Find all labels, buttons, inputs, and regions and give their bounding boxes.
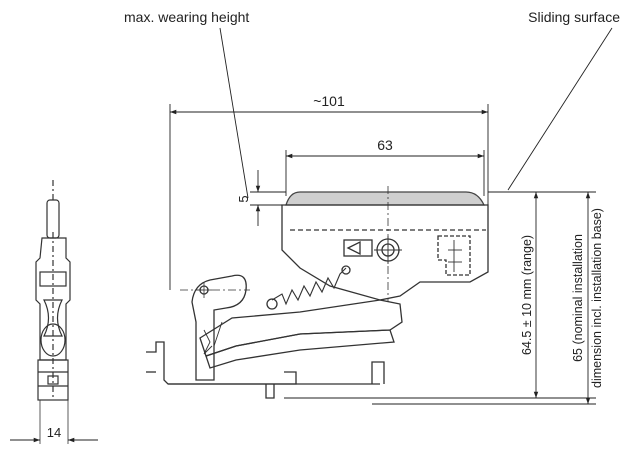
- dim-side-width-label: 14: [47, 425, 61, 440]
- sliding-surface-label: Sliding surface: [528, 9, 620, 25]
- dimension-nominal: [372, 192, 596, 405]
- leader-max-wearing-height: [219, 27, 249, 199]
- dimension-top-width: [285, 150, 485, 196]
- dim-nominal-label-line1: 65 (nominal installation: [571, 234, 585, 362]
- max-wearing-height-label: max. wearing height: [124, 9, 249, 25]
- dim-nominal-label-line2: dimension incl. installation base): [590, 208, 604, 388]
- dim-wear-label: 5: [236, 195, 251, 202]
- dimension-range: [284, 191, 596, 399]
- dim-overall-width-label: ~101: [313, 93, 345, 109]
- front-view: [146, 186, 489, 399]
- dimension-side-width: 14: [10, 425, 98, 443]
- dim-top-width-label: 63: [377, 137, 393, 153]
- side-view: [35, 180, 71, 444]
- leader-sliding-surface: [507, 27, 613, 191]
- dimension-overall-width: [169, 104, 489, 290]
- dim-range-label: 64.5 ± 10 mm (range): [520, 235, 534, 355]
- dimension-wear-height: [250, 170, 286, 226]
